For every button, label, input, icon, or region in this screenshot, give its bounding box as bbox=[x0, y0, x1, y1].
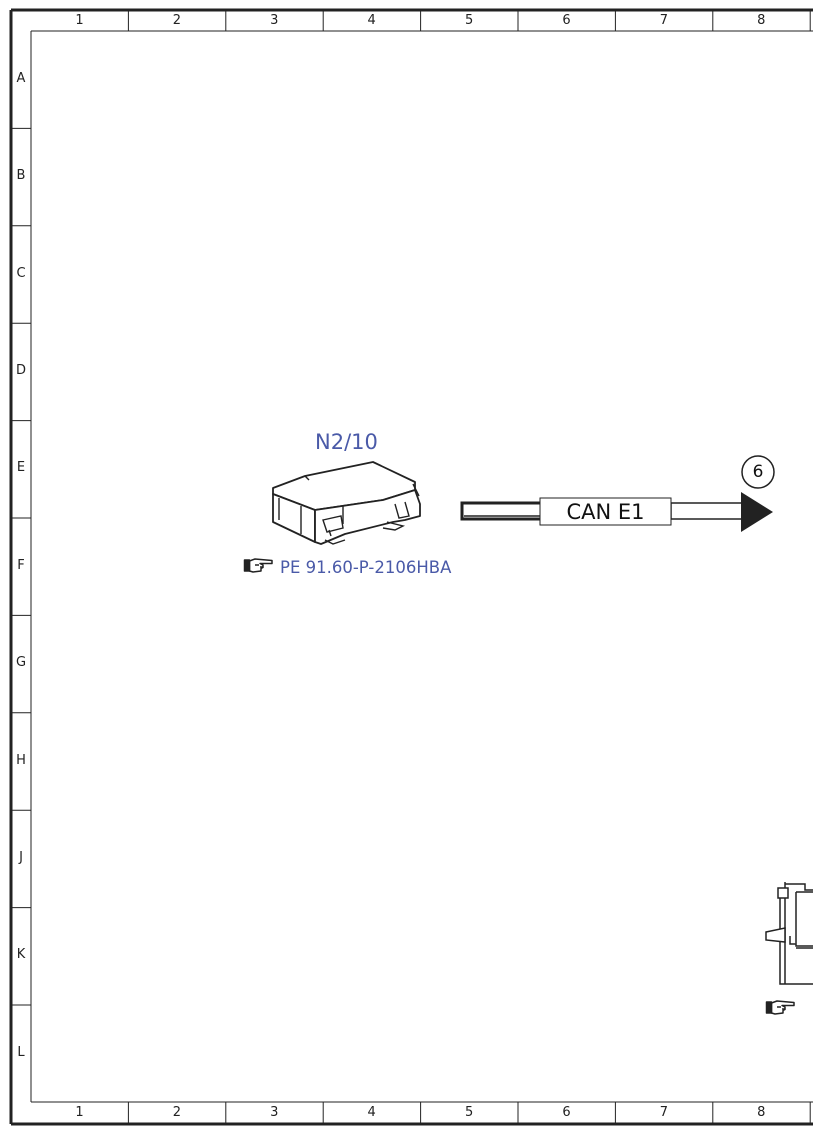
grid-row-label: E bbox=[16, 460, 26, 476]
pointing-hand-icon-partial bbox=[765, 1000, 795, 1015]
grid-column-label: 7 bbox=[659, 1105, 669, 1120]
grid-column-label: 3 bbox=[270, 1105, 279, 1120]
grid-row-label: K bbox=[16, 947, 26, 963]
grid-column-label: 6 bbox=[562, 1105, 571, 1120]
grid-column-label: 2 bbox=[172, 13, 182, 28]
grid-column-label: 4 bbox=[367, 13, 376, 28]
grid-row-label: C bbox=[16, 265, 26, 281]
connector-number: 6 bbox=[752, 462, 764, 482]
pointing-hand-icon bbox=[243, 558, 273, 573]
grid-column-label: 7 bbox=[659, 13, 669, 28]
grid-column-label: 1 bbox=[75, 1105, 84, 1120]
grid-column-label: 6 bbox=[562, 13, 571, 28]
grid-row-label: H bbox=[16, 752, 26, 768]
grid-column-label: 4 bbox=[367, 1105, 376, 1120]
grid-column-label: 2 bbox=[172, 1105, 182, 1120]
grid-row-label: D bbox=[15, 362, 26, 378]
grid-column-label: 1 bbox=[75, 13, 84, 28]
grid-row-label: A bbox=[16, 70, 26, 86]
partial-component-drawing bbox=[765, 882, 813, 985]
connector-circle bbox=[741, 455, 775, 489]
can-bus-line bbox=[460, 492, 773, 532]
grid-row-label: G bbox=[15, 655, 27, 671]
grid-column-label: 3 bbox=[270, 13, 279, 28]
grid-column-label: 5 bbox=[464, 1105, 474, 1120]
grid-row-label: J bbox=[19, 849, 23, 865]
grid-row-label: B bbox=[16, 168, 26, 184]
grid-row-label: L bbox=[17, 1044, 25, 1060]
can-bus-label: CAN E1 bbox=[566, 500, 645, 524]
reference-link[interactable]: PE 91.60-P-2106HBA bbox=[280, 558, 452, 577]
grid-column-label: 5 bbox=[464, 13, 474, 28]
control-unit-drawing bbox=[272, 461, 421, 545]
component-label: N2/10 bbox=[315, 430, 378, 454]
grid-column-label: 8 bbox=[757, 13, 766, 28]
grid-row-label: F bbox=[17, 557, 25, 573]
grid-column-label: 8 bbox=[757, 1105, 766, 1120]
